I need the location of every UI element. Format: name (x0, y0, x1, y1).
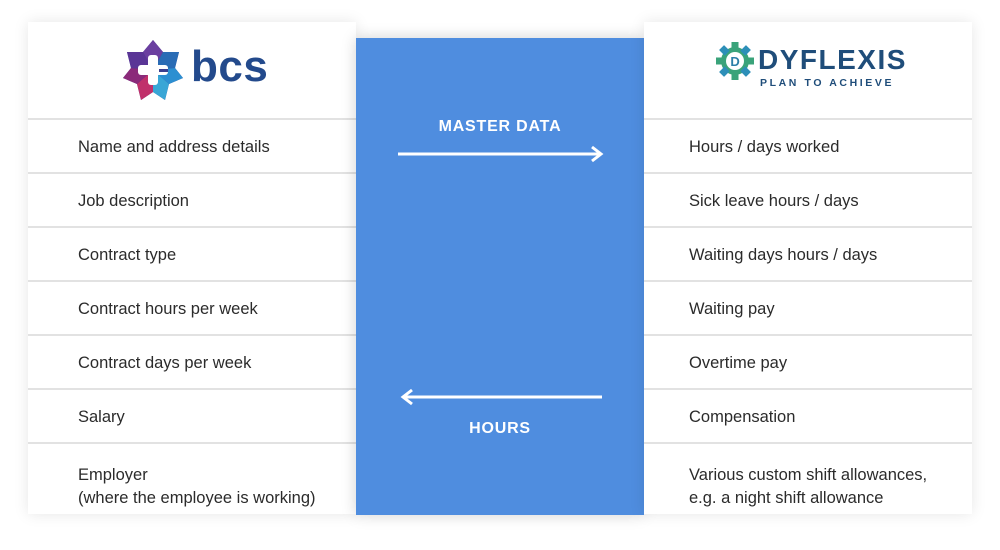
bcs-item-7: Employer (where the employee is working) (28, 442, 356, 534)
dyflexis-logo-tagline: PLAN TO ACHIEVE (760, 77, 895, 89)
bcs-item-4: Contract hours per week (28, 280, 356, 336)
dyflexis-item-6: Compensation (644, 388, 972, 444)
arrow-right-icon (398, 145, 604, 163)
bcs-logo: bcs (28, 22, 356, 118)
dyflexis-item-3: Waiting days hours / days (644, 226, 972, 282)
dyflexis-item-2: Sick leave hours / days (644, 172, 972, 228)
data-flow-band: MASTER DATA HOURS (356, 38, 644, 515)
dyflexis-item-7-line1: Various custom shift allowances, (689, 466, 928, 484)
bcs-panel: bcs Name and address details Job descrip… (28, 22, 356, 514)
dyflexis-logo: D DYFLEXIS PLAN TO ACHIEVE (644, 22, 972, 118)
dyflexis-logo-name: DYFLEXIS (758, 44, 907, 75)
bcs-item-3: Contract type (28, 226, 356, 282)
master-data-label: MASTER DATA (438, 118, 562, 135)
hours-label: HOURS (469, 420, 531, 437)
bcs-item-1: Name and address details (28, 118, 356, 174)
dyflexis-item-4: Waiting pay (644, 280, 972, 336)
bcs-item-5: Contract days per week (28, 334, 356, 390)
gear-icon: D (716, 42, 754, 80)
arrow-left-icon (400, 388, 602, 406)
dyflexis-item-7: Various custom shift allowances, e.g. a … (644, 442, 972, 534)
bcs-item-6: Salary (28, 388, 356, 444)
bcs-item-2: Job description (28, 172, 356, 228)
svg-text:D: D (730, 54, 739, 69)
bcs-logo-icon (123, 40, 183, 100)
dyflexis-item-5: Overtime pay (644, 334, 972, 390)
dyflexis-item-7-line2: e.g. a night shift allowance (689, 489, 884, 507)
dyflexis-panel: D DYFLEXIS PLAN TO ACHIEVE Hours / days … (644, 22, 972, 514)
bcs-item-7-line2: (where the employee is working) (78, 489, 316, 507)
bcs-logo-text: bcs (191, 42, 269, 91)
bcs-item-7-line1: Employer (78, 466, 148, 484)
dyflexis-item-1: Hours / days worked (644, 118, 972, 174)
